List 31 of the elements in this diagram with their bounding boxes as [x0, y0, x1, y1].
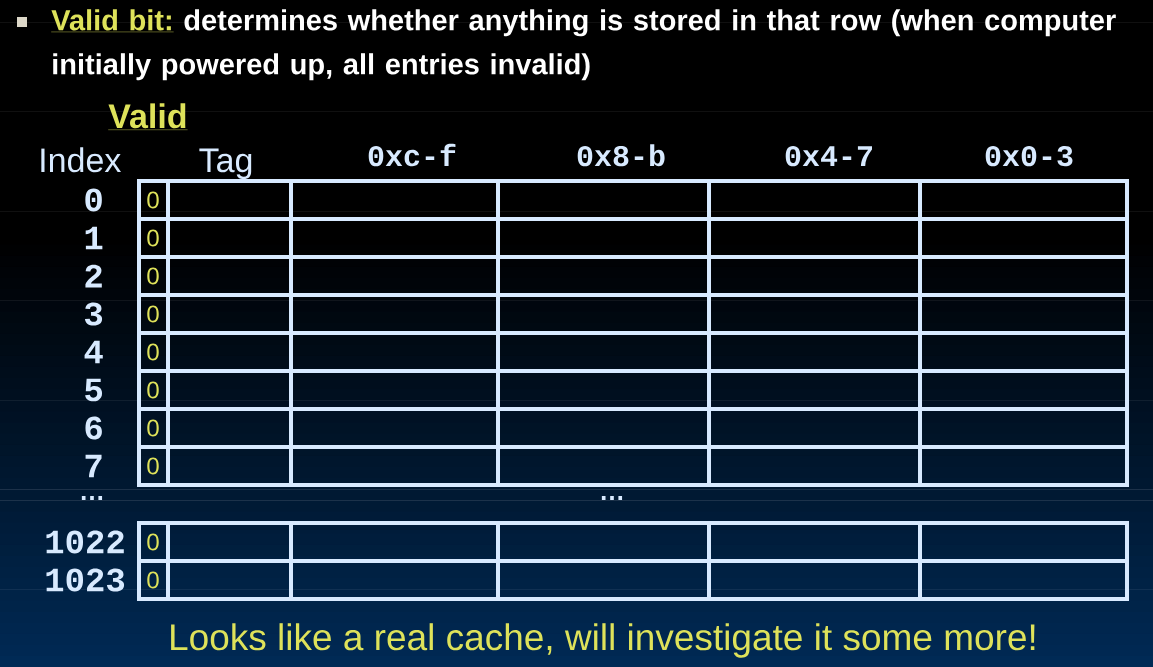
row-index: 7: [85, 454, 102, 478]
valid-bit-value: 0: [147, 305, 159, 323]
valid-bit-value: 0: [147, 419, 159, 437]
valid-bit-value: 0: [147, 457, 159, 475]
row-index: 1023: [46, 568, 125, 592]
row-index: 0: [85, 188, 102, 212]
valid-bit-value: 0: [147, 533, 159, 551]
footer-note: Looks like a real cache, will investigate it some more!: [171, 623, 1035, 658]
valid-bit-value: 0: [147, 571, 159, 589]
valid-bit-value: 0: [147, 229, 159, 247]
ellipsis: …: [601, 496, 623, 500]
column-heading: 0x0-3: [985, 145, 1073, 167]
row-index: 3: [84, 302, 103, 326]
valid-bit-value: 0: [147, 191, 159, 209]
column-heading: Index: [41, 147, 121, 173]
column-heading: 0x8-b: [577, 144, 665, 167]
column-heading: 0xc-f: [368, 143, 456, 167]
row-index: 5: [85, 378, 103, 402]
row-index: 1: [85, 226, 103, 250]
bullet-text: Valid bit: determines whether anything is stored in that row (when computer initially powered up, all entries invalid): [51, 9, 1116, 81]
row-index: 4: [84, 340, 103, 364]
valid-bit-value: 0: [147, 343, 159, 361]
row-index: 1022: [46, 530, 124, 554]
valid-bit-value: 0: [147, 267, 159, 285]
row-index: 2: [85, 264, 102, 288]
ellipsis: …: [81, 496, 103, 500]
column-heading: Valid: [108, 103, 188, 130]
column-heading: 0x4-7: [785, 145, 872, 167]
column-heading: Tag: [199, 148, 252, 180]
valid-bit-value: 0: [147, 381, 159, 399]
row-index: 6: [85, 416, 102, 440]
